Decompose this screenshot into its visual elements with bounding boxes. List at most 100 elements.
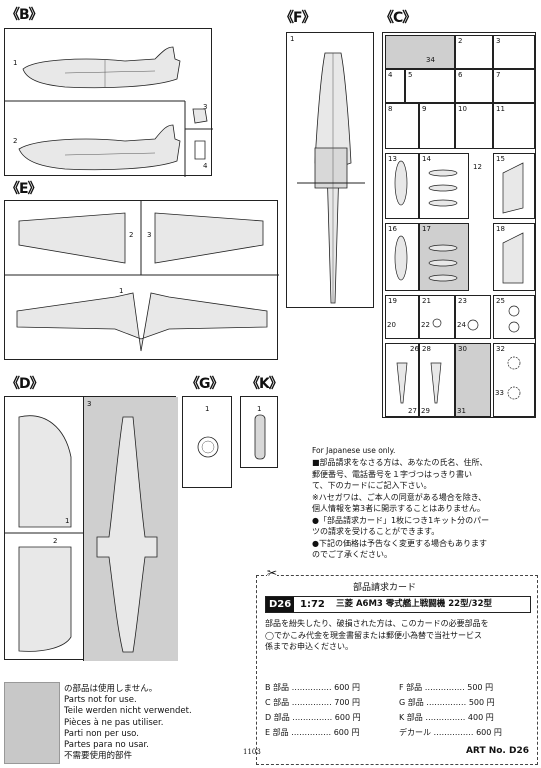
card-body-line: ◯でかこみ代金を現金書留または郵便小為替で当社サービス xyxy=(265,630,482,640)
notice-line: て、下のカードにご記入下さい。 xyxy=(312,481,432,490)
part-c8-cell: 8 xyxy=(385,103,419,149)
part-c32-cell: 32 xyxy=(493,343,535,417)
part-c9-cell: 9 xyxy=(419,103,455,149)
part-c30-cell: 30 xyxy=(455,343,491,417)
section-b-header: 《B》 xyxy=(6,7,43,23)
notice-line: 郵便番号、電話番号を１字づつはっきり書い xyxy=(312,469,472,479)
kit-name: 三菱 A6M3 零式艦上戦闘機 22型/32型 xyxy=(336,599,493,609)
section-g-header: 《G》 xyxy=(186,376,223,392)
part-f1-label: 1 xyxy=(290,35,295,43)
part-c6-cell: 6 xyxy=(455,69,493,103)
part-e2-label: 2 xyxy=(129,231,134,239)
part-c2-cell: 2 xyxy=(455,35,493,69)
print-code: 1103 xyxy=(243,748,261,756)
part-c25-cell: 25 xyxy=(493,295,535,339)
part-c20-label: 20 xyxy=(387,321,396,329)
part-d3-label: 3 xyxy=(87,400,92,408)
notice-line: ■部品請求をなさる方は、あなたの氏名、住所、 xyxy=(312,458,488,467)
sprue-e-drawing xyxy=(5,201,279,352)
kit-scale: 1:72 xyxy=(300,599,325,610)
part-g1-label: 1 xyxy=(205,405,210,413)
part-c5-cell: 5 xyxy=(405,69,455,103)
sprue-e-frame: 1 2 3 xyxy=(4,200,279,360)
art-number: ART No. D26 xyxy=(465,746,529,756)
part-c31-label: 31 xyxy=(457,407,466,415)
part-k1-label: 1 xyxy=(257,405,262,413)
section-e-header: 《E》 xyxy=(6,181,42,197)
part-e3-label: 3 xyxy=(147,231,152,239)
part-c7-cell: 7 xyxy=(493,69,535,103)
card-body-line: 部品を紛失したり、破損された方は、このカードの必要部品を xyxy=(265,619,489,628)
price-row-b: B 部品 …………… 600 円 xyxy=(265,683,360,692)
not-used-line: の部品は使用しません。 xyxy=(64,684,158,694)
part-c33-label: 33 xyxy=(495,389,504,397)
not-used-line: Teile werden nicht verwendet. xyxy=(64,706,192,717)
not-used-legend: の部品は使用しません。 Parts not for use. Teile wer… xyxy=(64,684,192,762)
sprue-c-frame: 34 2 3 4 5 6 7 8 9 10 11 13 14 15 16 17 … xyxy=(382,32,536,418)
part-b1-label: 1 xyxy=(13,59,18,67)
not-used-line: Parti non per uso. xyxy=(64,728,139,739)
part-c29-label: 29 xyxy=(421,407,430,415)
part-c11-cell: 11 xyxy=(493,103,535,149)
part-c27-label: 27 xyxy=(408,407,417,415)
not-used-swatch xyxy=(4,682,60,764)
part-c21-cell: 21 xyxy=(419,295,455,339)
price-row-decal: デカール …………… 600 円 xyxy=(399,728,502,737)
notice-line: のでご了承ください。 xyxy=(312,550,392,559)
part-b2-label: 2 xyxy=(13,137,18,145)
price-row-f: F 部品 …………… 500 円 xyxy=(399,683,494,692)
part-c22-label: 22 xyxy=(421,321,430,329)
parts-request-card: ✂ 部品請求カード D26 1:72 三菱 A6M3 零式艦上戦闘機 22型/3… xyxy=(243,566,538,765)
part-c12-label: 12 xyxy=(473,163,482,171)
sprue-g-frame: 1 xyxy=(182,396,232,488)
sprue-d-frame: 1 2 3 xyxy=(4,396,178,661)
notice-line: 個人情報を第3者に開示することはありません。 xyxy=(312,504,485,513)
card-instructions: 部品を紛失したり、破損された方は、このカードの必要部品を ◯でかこみ代金を現金書… xyxy=(265,618,531,653)
notice-line: ※ハセガワは、ご本人の同意がある場合を除き、 xyxy=(312,492,487,502)
sprue-f-drawing xyxy=(297,52,365,304)
not-used-line: 不需要使用的部件 xyxy=(64,751,133,762)
notice-english: For Japanese use only. xyxy=(312,446,396,455)
price-row-k: K 部品 …………… 400 円 xyxy=(399,713,494,722)
sprue-b-drawing xyxy=(5,46,213,177)
part-d1-label: 1 xyxy=(65,517,70,525)
part-c24-label: 24 xyxy=(457,321,466,329)
kit-code: D26 xyxy=(266,597,295,612)
part-d2-label: 2 xyxy=(53,537,58,545)
not-used-line: Pièces à ne pas utiliser. xyxy=(64,717,164,728)
price-row-d: D 部品 …………… 600 円 xyxy=(265,713,361,722)
part-c1-cell: 34 xyxy=(385,35,455,69)
notice-block: ■部品請求をなさる方は、あなたの氏名、住所、 郵便番号、電話番号を１字づつはっき… xyxy=(312,457,536,561)
sprue-g-drawing xyxy=(197,436,219,458)
part-c10-cell: 10 xyxy=(455,103,493,149)
section-f-header: 《F》 xyxy=(280,10,316,26)
part-b4-label: 4 xyxy=(203,162,208,170)
price-row-g: G 部品 …………… 500 円 xyxy=(399,698,495,707)
sprue-k-drawing xyxy=(254,414,266,460)
price-row-c: C 部品 …………… 700 円 xyxy=(265,698,361,707)
not-used-line: Parts not for use. xyxy=(64,695,137,706)
sprue-c-drawing xyxy=(394,160,524,404)
section-d-header: 《D》 xyxy=(6,376,44,392)
card-kit-banner: D26 1:72 三菱 A6M3 零式艦上戦闘機 22型/32型 xyxy=(265,596,531,613)
part-c3-cell: 3 xyxy=(493,35,535,69)
section-c-header: 《C》 xyxy=(380,10,416,26)
sprue-b-frame: 1 2 3 4 xyxy=(4,28,213,177)
part-e1-label: 1 xyxy=(119,287,124,295)
sprue-f-frame: 1 xyxy=(286,32,374,308)
part-c23-cell: 23 xyxy=(455,295,491,339)
sprue-k-frame: 1 xyxy=(240,396,278,468)
card-title: 部品請求カード xyxy=(353,583,417,593)
notice-line: ●「部品請求カード」1枚につき1キット分のパー xyxy=(312,515,490,525)
scissors-icon: ✂ xyxy=(267,566,278,580)
price-row-e: E 部品 …………… 600 円 xyxy=(265,728,360,737)
notice-line: ●下記の価格は予告なく変更する場合もあります xyxy=(312,538,487,548)
not-used-line: Partes para no usar. xyxy=(64,740,149,751)
section-k-header: 《K》 xyxy=(246,376,283,392)
sprue-d-drawing xyxy=(5,415,158,653)
part-b3-label: 3 xyxy=(203,103,208,111)
part-c19-cell: 19 xyxy=(385,295,419,339)
card-body-line: 係までお申込ください。 xyxy=(265,642,353,651)
notice-line: ツの請求を受けることができます。 xyxy=(312,527,440,536)
part-c4-cell: 4 xyxy=(385,69,405,103)
